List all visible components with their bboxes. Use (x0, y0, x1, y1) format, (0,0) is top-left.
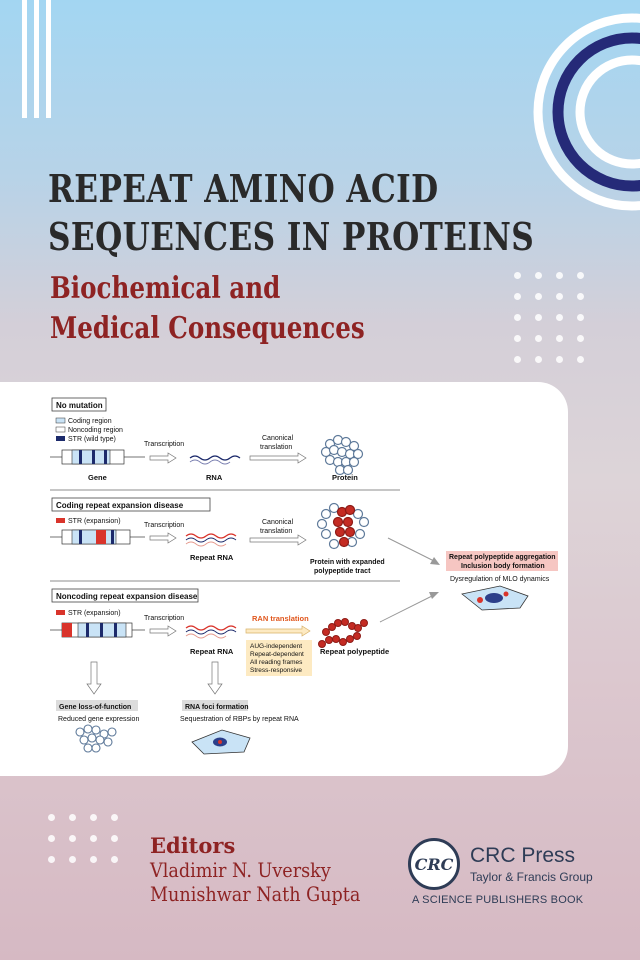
publisher-name: CRC Press (470, 844, 576, 867)
label-protein-expanded-1: Protein with expanded (310, 559, 385, 566)
label-reduced-expression: Reduced gene expression (58, 716, 139, 723)
label-ran-translation: RAN translation (252, 614, 309, 623)
crc-logo-text: CRC (414, 854, 454, 874)
legend-str-wild: STR (wild type) (68, 436, 116, 443)
crc-logo: CRC (408, 838, 460, 890)
repeat-expansion-diagram: No mutation Coding region Noncoding regi… (50, 397, 558, 755)
publisher-group: Taylor & Francis Group (470, 870, 593, 884)
ran-feature-4: Stress-responsive (250, 667, 302, 674)
expanded-protein-glyph (316, 502, 370, 550)
label-rna: RNA (206, 473, 223, 482)
editors-heading: Editors (150, 833, 236, 858)
book-title-line1: REPEAT AMINO ACID (48, 166, 439, 211)
label-transcription-3: Transcription (144, 615, 184, 622)
repeat-polypeptide-glyph (318, 618, 368, 648)
reduced-protein-glyph (75, 724, 117, 753)
legend-str-expansion-1: STR (expansion) (68, 518, 121, 525)
book-subtitle-line1: Biochemical and (50, 271, 281, 306)
label-aggregation-1: Repeat polypeptide aggregation (449, 554, 556, 561)
label-transcription-1: Transcription (144, 441, 184, 448)
editor-name-2: Munishwar Nath Gupta (150, 882, 361, 906)
label-canonical-2a: Canonical (262, 519, 294, 526)
label-gene: Gene (88, 473, 107, 482)
figure-panel: No mutation Coding region Noncoding regi… (0, 382, 568, 776)
label-canonical-1b: translation (260, 444, 292, 451)
label-canonical-2b: translation (260, 528, 292, 535)
label-gene-loss: Gene loss-of-function (59, 704, 131, 711)
decor-stripe (22, 0, 27, 118)
label-repeat-rna-2: Repeat RNA (190, 647, 234, 656)
editor-name-1: Vladimir N. Uversky (150, 858, 331, 882)
label-canonical-1a: Canonical (262, 435, 294, 442)
legend-noncoding: Noncoding region (68, 427, 123, 434)
book-title-line2: SEQUENCES IN PROTEINS (48, 214, 535, 259)
legend-coding: Coding region (68, 418, 112, 425)
label-rna-foci: RNA foci formation (185, 704, 249, 711)
book-subtitle-line2: Medical Consequences (50, 311, 365, 346)
panel-label-no-mutation: No mutation (56, 401, 103, 410)
decor-dots-bottom (48, 814, 118, 874)
protein-glyph (320, 434, 364, 476)
ran-feature-3: All reading frames (250, 659, 303, 666)
label-transcription-2: Transcription (144, 522, 184, 529)
publisher-block: CRC CRC Press Taylor & Francis Group A S… (408, 838, 608, 910)
decor-rings (533, 13, 640, 211)
label-sequestration: Sequestration of RBPs by repeat RNA (180, 716, 299, 723)
label-protein: Protein (332, 473, 358, 482)
panel-label-coding: Coding repeat expansion disease (56, 501, 184, 510)
panel-label-noncoding: Noncoding repeat expansion disease (56, 592, 198, 601)
publisher-imprint: A SCIENCE PUBLISHERS BOOK (412, 894, 584, 906)
decor-stripe (34, 0, 39, 118)
decor-dots-top (514, 272, 584, 363)
ran-feature-2: Repeat-dependent (250, 651, 304, 658)
legend-str-expansion-2: STR (expansion) (68, 610, 121, 617)
label-mlo: Dysregulation of MLO dynamics (450, 576, 550, 583)
label-repeat-polypeptide: Repeat polypeptide (320, 647, 389, 656)
label-protein-expanded-2: polypeptide tract (314, 568, 371, 575)
label-aggregation-2: Inclusion body formation (461, 563, 545, 570)
label-repeat-rna-1: Repeat RNA (190, 553, 234, 562)
decor-stripe (46, 0, 51, 118)
ran-feature-1: AUG-independent (250, 643, 302, 650)
